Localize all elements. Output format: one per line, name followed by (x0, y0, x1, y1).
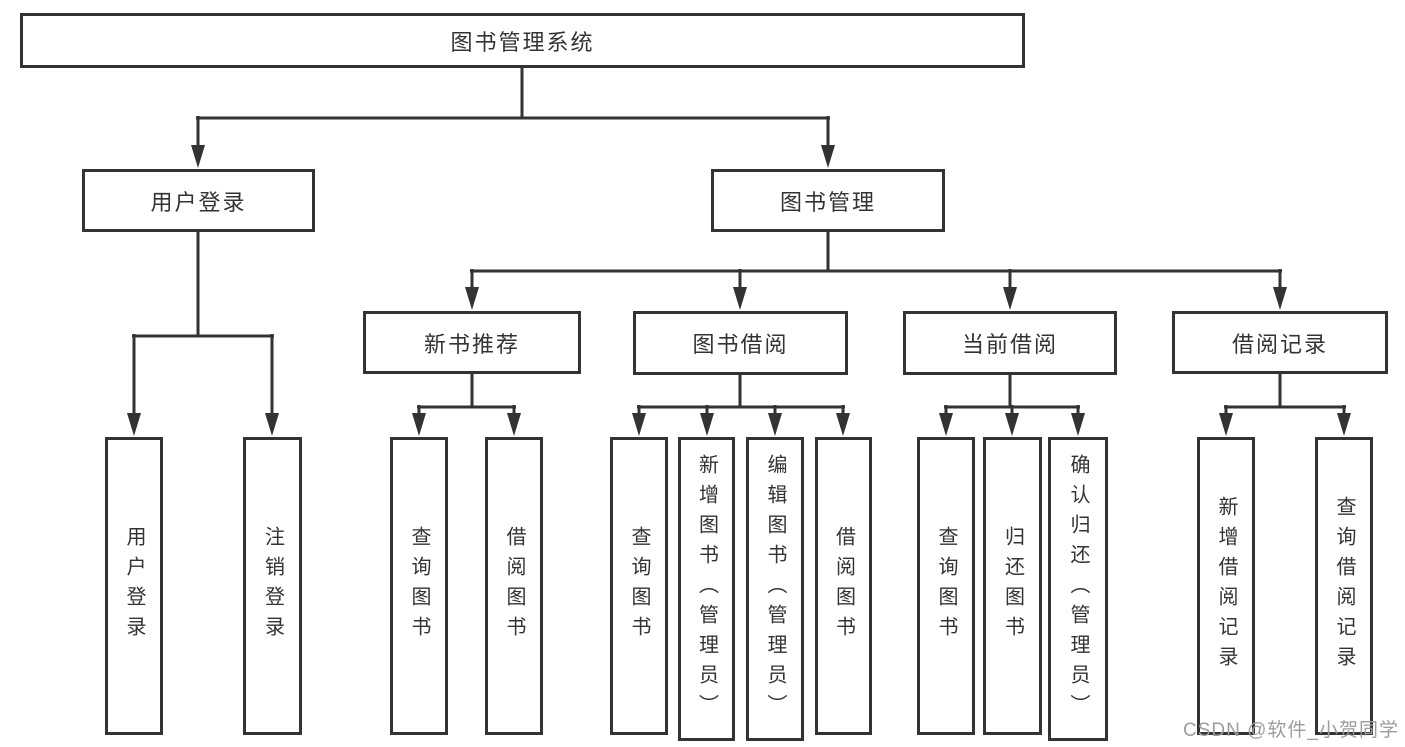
node-label: 确认归还（管理员） (1067, 454, 1089, 724)
leaf-query-borrow-record: 查询借阅记录 (1315, 437, 1373, 735)
node-label: 归还图书 (1001, 526, 1024, 646)
node-borrow-records: 借阅记录 (1172, 311, 1388, 374)
node-label: 查询图书 (628, 526, 650, 646)
node-label: 借阅图书 (832, 526, 855, 646)
node-user-login: 用户登录 (82, 169, 315, 232)
node-label: 编辑图书（管理员） (764, 454, 786, 724)
leaf-logout: 注销登录 (243, 437, 302, 735)
node-label: 查询图书 (408, 526, 430, 646)
leaf-add-borrow-record: 新增借阅记录 (1197, 437, 1255, 735)
node-new-book-recommend: 新书推荐 (363, 311, 581, 374)
node-current-borrow: 当前借阅 (903, 311, 1117, 375)
leaf-confirm-return-admin: 确认归还（管理员） (1048, 437, 1108, 741)
leaf-edit-book-admin: 编辑图书（管理员） (746, 437, 804, 741)
node-label: 图书管理 (779, 189, 876, 215)
node-root: 图书管理系统 (20, 13, 1025, 68)
node-book-management: 图书管理 (711, 169, 945, 232)
leaf-borrow-book: 借阅图书 (815, 437, 872, 735)
leaf-query-book-recommend: 查询图书 (390, 437, 448, 735)
leaf-add-book-admin: 新增图书（管理员） (678, 437, 735, 741)
node-label: 图书管理系统 (450, 29, 595, 55)
node-label: 用户登录 (150, 189, 247, 215)
node-label: 图书借阅 (692, 332, 789, 357)
leaf-return-book: 归还图书 (983, 437, 1042, 735)
node-label: 新书推荐 (423, 331, 520, 357)
leaf-borrow-book-recommend: 借阅图书 (485, 437, 543, 735)
node-label: 注销登录 (261, 526, 284, 646)
node-label: 新增图书（管理员） (695, 454, 718, 724)
node-label: 用户登录 (123, 526, 145, 646)
csdn-watermark: CSDN @软件_小贺同学 (1183, 720, 1399, 741)
node-label: 借阅图书 (503, 526, 525, 646)
node-book-borrow: 图书借阅 (633, 311, 848, 375)
leaf-query-book-current: 查询图书 (917, 437, 975, 735)
node-label: 查询图书 (935, 526, 957, 646)
node-label: 借阅记录 (1231, 331, 1328, 357)
node-label: 查询借阅记录 (1333, 496, 1355, 676)
leaf-query-book-borrow: 查询图书 (610, 437, 668, 735)
leaf-user-login: 用户登录 (105, 437, 163, 735)
node-label: 新增借阅记录 (1215, 496, 1237, 676)
node-label: 当前借阅 (961, 332, 1058, 357)
